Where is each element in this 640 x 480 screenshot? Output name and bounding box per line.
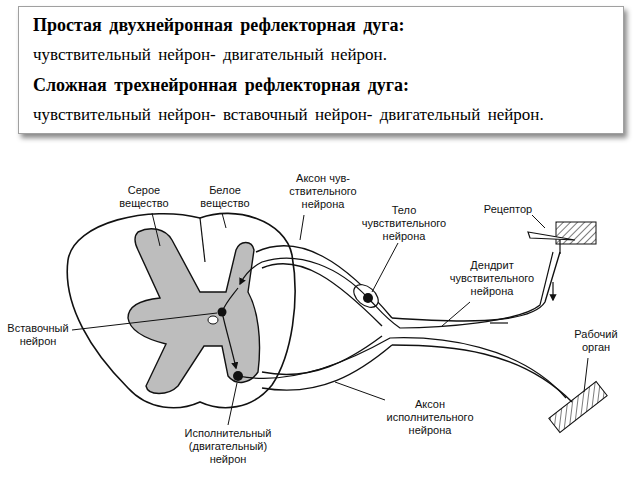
leader-line — [532, 215, 545, 228]
part-label: Исполнительный (двигательный) нейрон — [172, 427, 284, 466]
interneuron-fiber — [222, 288, 238, 368]
part-label: Рабочий орган — [566, 328, 626, 354]
part-label: Серое вещество — [112, 184, 176, 210]
leader-line — [300, 215, 304, 240]
leader-line — [442, 302, 470, 326]
central-canal — [208, 316, 218, 324]
part-label: Аксон чув- ствительного нейрона — [282, 172, 364, 211]
direction-arrow — [552, 282, 553, 300]
spinal-nerve — [392, 252, 560, 321]
part-label: Дендрит чувствительного нейрона — [446, 259, 538, 298]
dorsal-septum — [200, 218, 205, 262]
leader-line — [72, 313, 217, 330]
text-panel: Простая двухнейронная рефлекторная дуга:… — [18, 6, 624, 134]
dorsal-root — [262, 264, 382, 326]
body-text: чувствительный нейрон- двигательный нейр… — [33, 40, 611, 70]
dorsal-root — [256, 246, 392, 318]
leader-line — [372, 243, 398, 292]
part-label: Рецептор — [478, 203, 538, 216]
receptor-tissue — [556, 222, 596, 244]
sensory-neuron-body — [363, 293, 373, 303]
leader-line — [228, 383, 237, 425]
part-label: Тело чувствительного нейрона — [356, 204, 452, 243]
motor-fiber — [238, 338, 566, 398]
spinal-nerve — [392, 345, 572, 402]
receptor-symbol — [528, 232, 575, 240]
leader-line — [335, 382, 385, 400]
part-label: Вставочный нейрон — [4, 322, 72, 348]
leader-line — [584, 358, 588, 392]
leader-line — [222, 213, 226, 228]
heading-text: Сложная трехнейронная рефлекторная дуга: — [33, 70, 611, 100]
receptor-stem — [559, 240, 560, 254]
heading-text: Простая двухнейронная рефлекторная дуга: — [33, 10, 611, 40]
part-label: Белое вещество — [194, 184, 256, 210]
part-label: Аксон исполнительного нейрона — [382, 398, 478, 437]
nerve-mark — [490, 322, 508, 323]
sensory-fiber — [240, 252, 553, 328]
gray-matter — [128, 229, 260, 394]
leader-line — [152, 213, 160, 246]
working-organ — [549, 381, 607, 432]
body-text: чувствительный нейрон- вставочный нейрон… — [33, 100, 611, 130]
